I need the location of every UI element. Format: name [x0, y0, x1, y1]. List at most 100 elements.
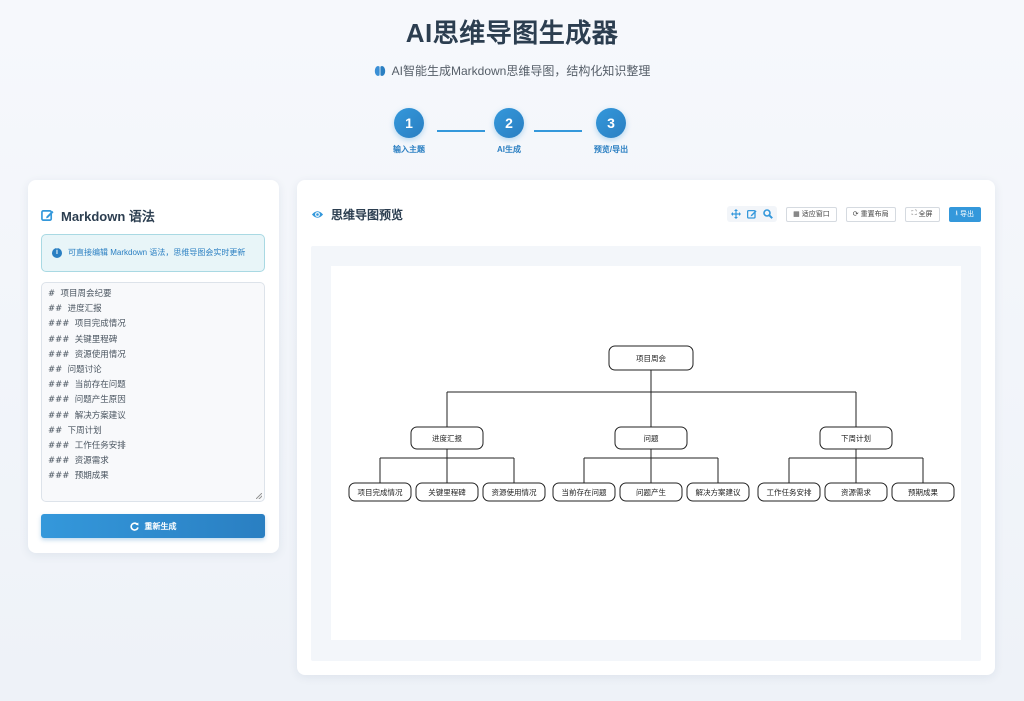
markdown-line: ### 预期成果	[48, 471, 109, 482]
markdown-line: ### 当前存在问题	[48, 380, 126, 391]
mindmap-leaf-node[interactable]: 预期成果	[891, 482, 955, 502]
markdown-line: ### 解决方案建议	[48, 410, 126, 421]
preview-toolbar: ▦ 适应窗口 ⟳ 重置布局 ⛶ 全屏 ⭳ 导出	[727, 206, 981, 222]
move-icon[interactable]	[731, 209, 742, 219]
markdown-line: ## 问题讨论	[48, 365, 102, 376]
mindmap-leaf-node-box	[824, 482, 888, 502]
tool-icon-group	[727, 206, 778, 222]
step-label: AI生成	[497, 145, 521, 154]
markdown-line: ### 资源使用情况	[48, 349, 126, 360]
subtitle-text: AI智能生成Markdown思维导图，结构化知识整理	[391, 64, 651, 78]
page-header: AI思维导图生成器 AI智能生成Markdown思维导图，结构化知识整理	[0, 14, 1024, 79]
markdown-line: ### 资源需求	[48, 456, 109, 467]
mindmap-leaf-node-box	[619, 482, 683, 502]
preview-panel-title: 思维导图预览	[311, 206, 403, 223]
fit-icon: ▦	[793, 211, 800, 218]
mindmap-leaf-node-label: 预期成果	[908, 487, 938, 497]
markdown-line: ### 问题产生原因	[48, 395, 126, 406]
markdown-title-text: Markdown 语法	[61, 209, 155, 224]
info-alert: i 可直接编辑 Markdown 语法，思维导图会实时更新	[41, 234, 265, 272]
mindmap-leaf-node[interactable]: 解决方案建议	[686, 482, 750, 502]
step-1[interactable]: 1 输入主题	[379, 108, 439, 155]
mindmap-branch-node[interactable]: 下周计划	[819, 426, 893, 450]
regenerate-label: 重新生成	[144, 521, 177, 531]
reset-layout-label: 重置布局	[860, 211, 889, 218]
markdown-panel-title: Markdown 语法	[41, 206, 155, 225]
brain-icon	[374, 65, 385, 76]
step-number: 2	[494, 108, 524, 138]
step-label: 输入主题	[393, 145, 425, 154]
mindmap-leaf-node[interactable]: 资源需求	[824, 482, 888, 502]
mindmap-leaf-node[interactable]: 关键里程碑	[415, 482, 479, 502]
markdown-line: # 项目周会纪要	[48, 289, 112, 299]
markdown-panel: Markdown 语法 i 可直接编辑 Markdown 语法，思维导图会实时更…	[28, 180, 279, 553]
download-icon: ⭳	[955, 209, 958, 217]
mindmap-leaf-node-box	[482, 482, 546, 502]
mindmap-leaf-node-box	[415, 482, 479, 502]
step-connector	[437, 130, 485, 132]
mindmap-leaf-node-label: 解决方案建议	[696, 487, 741, 497]
refresh-icon	[129, 521, 139, 531]
markdown-line: ### 项目完成情况	[48, 319, 126, 330]
markdown-textarea[interactable]: # 项目周会纪要## 进度汇报### 项目完成情况### 关键里程碑### 资源…	[41, 282, 265, 502]
resize-handle[interactable]	[256, 493, 262, 499]
step-number: 3	[596, 108, 626, 138]
preview-panel: 思维导图预览 ▦ 适应窗口 ⟳ 重置布局 ⛶ 全屏	[297, 180, 995, 675]
step-connector	[534, 130, 582, 132]
mindmap-branch-node-label: 问题	[644, 434, 659, 443]
mindmap-root-node[interactable]: 项目周会	[608, 345, 694, 371]
edit-icon[interactable]	[747, 209, 757, 219]
fit-window-button[interactable]: ▦ 适应窗口	[786, 206, 837, 222]
fit-label: 适应窗口	[801, 211, 830, 218]
mindmap-branch-node[interactable]: 问题	[614, 426, 688, 450]
mindmap-leaf-node-label: 当前存在问题	[562, 487, 607, 497]
fullscreen-button[interactable]: ⛶ 全屏	[904, 206, 940, 222]
mindmap-leaf-node-box	[686, 482, 750, 502]
export-button[interactable]: ⭳ 导出	[948, 206, 981, 222]
markdown-line: ## 下周计划	[48, 425, 102, 436]
reset-layout-button[interactable]: ⟳ 重置布局	[845, 206, 896, 222]
edit-icon	[41, 210, 54, 221]
app-title: AI思维导图生成器	[405, 18, 619, 48]
mindmap-leaf-node-label: 关键里程碑	[428, 487, 466, 497]
mindmap-leaf-node-label: 资源使用情况	[492, 487, 537, 497]
mindmap-branch-node-box	[410, 426, 484, 450]
mindmap-leaf-node[interactable]: 资源使用情况	[482, 482, 546, 502]
mindmap-branch-node-box	[614, 426, 688, 450]
mindmap-root-node-box	[608, 345, 694, 371]
mindmap-leaf-node[interactable]: 工作任务安排	[757, 482, 821, 502]
regenerate-button[interactable]: 重新生成	[41, 514, 265, 538]
export-label: 导出	[960, 211, 974, 218]
preview-title-text: 思维导图预览	[331, 208, 404, 222]
markdown-line: ### 关键里程碑	[48, 334, 118, 345]
progress-steps: 1 输入主题 2 AI生成 3 预览/导出	[385, 108, 640, 158]
mindmap-leaf-node-box	[757, 482, 821, 502]
mindmap-leaf-node-box	[348, 482, 412, 502]
subtitle: AI智能生成Markdown思维导图，结构化知识整理	[0, 62, 1024, 79]
step-3[interactable]: 3 预览/导出	[581, 108, 641, 155]
mindmap-branch-node-label: 进度汇报	[432, 433, 462, 443]
mindmap-leaf-node-label: 项目完成情况	[358, 487, 403, 497]
mindmap-root-node-label: 项目周会	[636, 353, 666, 363]
mindmap-leaf-node-box	[552, 482, 616, 502]
mindmap-leaf-node[interactable]: 问题产生	[619, 482, 683, 502]
mindmap-leaf-node[interactable]: 项目完成情况	[348, 482, 412, 502]
mindmap-canvas-container: 项目周会进度汇报项目完成情况 关键里程碑 资源使用情况 问题当前存在问题 问题产生 解决方…	[311, 246, 981, 661]
step-2[interactable]: 2 AI生成	[479, 108, 539, 155]
mindmap-branch-node-box	[819, 426, 893, 450]
mindmap-leaf-node-box	[891, 482, 955, 502]
mindmap-canvas[interactable]: 项目周会进度汇报项目完成情况 关键里程碑 资源使用情况 问题当前存在问题 问题产生 解决方…	[331, 266, 961, 640]
mindmap-leaf-node-label: 资源需求	[841, 487, 871, 497]
mindmap-branch-node[interactable]: 进度汇报	[410, 426, 484, 450]
eye-icon	[311, 211, 324, 218]
zoom-icon[interactable]	[763, 209, 774, 219]
markdown-line: ### 工作任务安排	[48, 441, 126, 452]
info-icon: i	[52, 248, 62, 258]
mindmap-leaf-node-label: 工作任务安排	[767, 487, 812, 497]
step-number: 1	[394, 108, 424, 138]
mindmap-leaf-node[interactable]: 当前存在问题	[552, 482, 616, 502]
mindmap-leaf-node-label: 问题产生	[636, 487, 666, 497]
info-text: 可直接编辑 Markdown 语法，思维导图会实时更新	[68, 248, 246, 257]
expand-icon: ⛶	[911, 210, 917, 217]
